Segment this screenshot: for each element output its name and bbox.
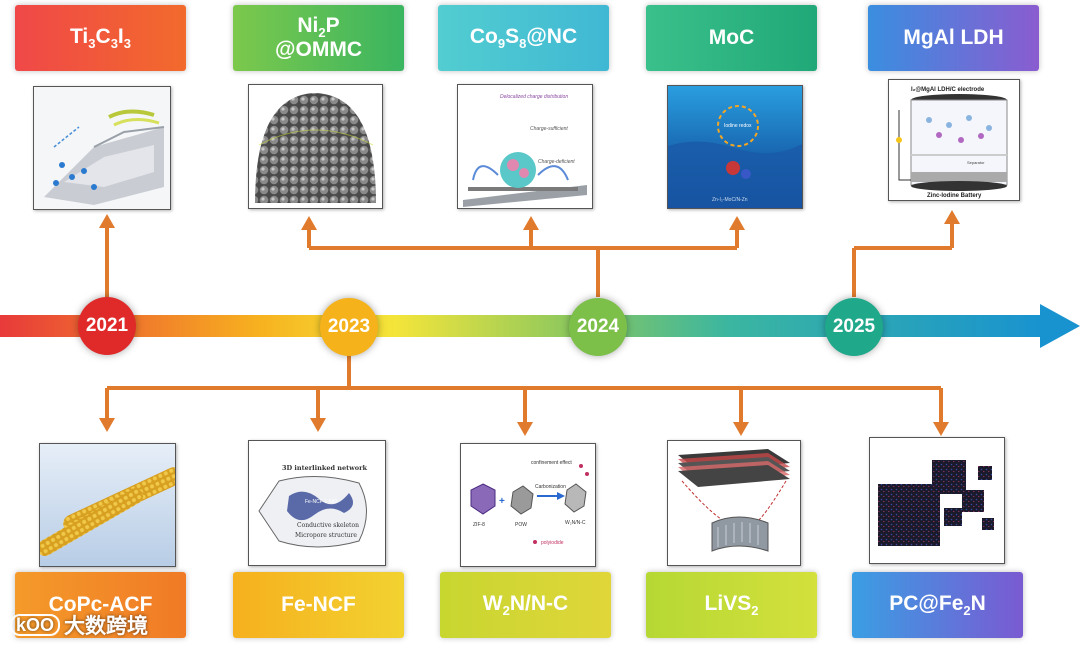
watermark: kOO 大数跨境 bbox=[10, 610, 148, 640]
w2n-text-poly: polyiodide bbox=[541, 540, 564, 546]
figure-co9s8-nc: Delocalized charge distribution Charge-s… bbox=[457, 84, 593, 209]
figure-w2n-nc: ZIF-8 + POW Carbonization confinement ef… bbox=[460, 443, 596, 567]
label-pc-fe2n: PC@Fe2N bbox=[852, 572, 1023, 638]
connector-lines bbox=[99, 210, 960, 436]
label-co9s8-nc: Co9S8@NC bbox=[438, 5, 609, 71]
label-ti3c3i3: Ti3C3I3 bbox=[15, 5, 186, 71]
moc-text-1: Iodine redox bbox=[724, 123, 752, 129]
figure-livs2 bbox=[667, 440, 801, 566]
watermark-text: 大数跨境 bbox=[64, 615, 149, 638]
label-w2n-nc: W2N/N-C bbox=[440, 572, 611, 638]
co9s8-text-1: Delocalized charge distribution bbox=[500, 94, 568, 100]
label-ni2p-ommc: Ni2P@OMMC bbox=[233, 5, 404, 71]
label-fe-ncf: Fe-NCF bbox=[233, 572, 404, 638]
year-2023: 2023 bbox=[320, 298, 378, 356]
label-moc: MoC bbox=[646, 5, 817, 71]
label-mgal-ldh: MgAl LDH bbox=[868, 5, 1039, 71]
year-2025: 2025 bbox=[825, 298, 883, 356]
mgal-text-1: I₂@MgAl LDH/C electrode bbox=[911, 87, 985, 93]
mgal-text-2: Separator bbox=[967, 160, 985, 165]
fe-ncf-text-3: Conductive skeleton bbox=[297, 522, 359, 529]
w2n-text-product: W₂N/N-C bbox=[565, 520, 586, 526]
label-livs2: LiVS2 bbox=[646, 572, 817, 638]
watermark-logo-icon: kOO bbox=[10, 614, 61, 636]
w2n-text-pow: POW bbox=[515, 522, 527, 528]
w2n-text-zif: ZIF-8 bbox=[473, 522, 485, 528]
plus-icon: + bbox=[499, 496, 505, 507]
mgal-text-3: Zinc-Iodine Battery bbox=[927, 193, 982, 199]
fe-ncf-text-1: 3D interlinked network bbox=[282, 464, 368, 472]
year-2024: 2024 bbox=[569, 298, 627, 356]
figure-ni2p-ommc bbox=[248, 84, 383, 209]
year-2021: 2021 bbox=[78, 297, 136, 355]
w2n-text-carbon: Carbonization bbox=[535, 484, 566, 490]
figure-mgal-ldh: I₂@MgAl LDH/C electrode Separator Zinc-I… bbox=[888, 79, 1020, 201]
co9s8-text-2: Charge-sufficient bbox=[530, 126, 568, 132]
figure-ti3c3i3 bbox=[33, 86, 171, 210]
moc-text-2: Zn-I₂-MoC/N-Zn bbox=[712, 197, 748, 203]
co9s8-text-3: Charge-deficient bbox=[538, 159, 575, 165]
fe-ncf-text-2: Fe-NCF-1-500 bbox=[305, 499, 337, 505]
figure-fe-ncf: 3D interlinked network Fe-NCF-1-500 Cond… bbox=[248, 440, 386, 566]
timeline-arrow bbox=[0, 304, 1080, 348]
label-copc-acf: CoPc-ACF bbox=[15, 572, 186, 638]
fe-ncf-text-4: Micropore structure bbox=[295, 532, 357, 539]
figure-pc-fe2n bbox=[869, 437, 1005, 564]
w2n-text-confine: confinement effect bbox=[531, 460, 572, 466]
figure-copc-acf bbox=[39, 443, 176, 567]
figure-moc: Iodine redox Zn-I₂-MoC/N-Zn bbox=[667, 85, 803, 209]
